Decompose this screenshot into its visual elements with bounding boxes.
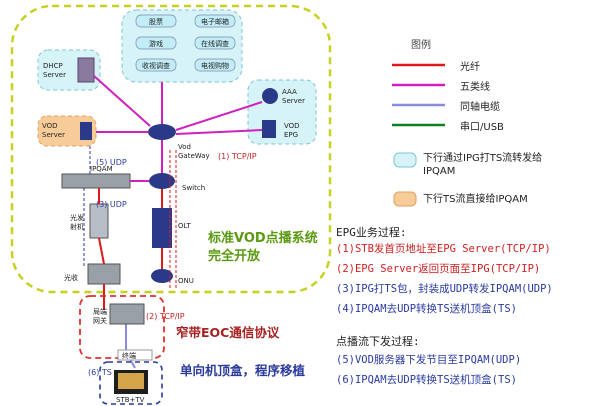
vod-flow-step: (6)IPQAM去UDP转换TS送机顶盒(TS): [336, 374, 517, 386]
optical-rx-icon: [87, 263, 121, 285]
vod-flow-title: 点播流下发过程:: [336, 335, 420, 348]
service-box: [194, 36, 236, 50]
service-label: 电子邮箱: [201, 18, 229, 26]
dhcp-server-label: DHCP Server: [43, 62, 66, 79]
onu-icon: [151, 269, 173, 283]
legend-label: 同轴电缆: [460, 102, 500, 113]
switch-label: Switch: [182, 184, 206, 192]
olt-icon: [152, 208, 172, 248]
eoc-gateway-label: 局端网关: [93, 308, 107, 325]
service-label: 电视购物: [201, 62, 229, 70]
service-label: 股票: [149, 18, 163, 26]
legend-shape: [393, 152, 417, 168]
service-box: [135, 36, 177, 50]
epg-server-icon: [262, 120, 276, 138]
vod-flow-step: (5)VOD服务器下发节目至IPQAM(UDP): [336, 354, 522, 366]
stb-label: STB+TV: [116, 396, 145, 404]
ipqam-icon: [61, 173, 131, 189]
terminal-label: 终端: [122, 352, 136, 360]
aaa-server-label: AAA Server: [282, 88, 305, 105]
legend-label: 串口/USB: [460, 122, 504, 133]
eoc-gateway-icon: [109, 303, 145, 325]
edge-label-udp-5: (5) UDP: [96, 158, 127, 167]
terminal-box: [117, 349, 153, 361]
service-box: [194, 14, 236, 28]
epg-flow-step: (2)EPG Server返回页面至IPG(TCP/IP): [336, 263, 541, 275]
tv-screen-icon: [118, 373, 144, 389]
epg-flow-title: EPG业务过程:: [336, 226, 407, 239]
switch-icon: [149, 173, 175, 189]
legend-label: 五类线: [460, 82, 490, 93]
optical-tx-label: 光发射机: [70, 214, 84, 231]
service-label: 收视调查: [142, 62, 170, 70]
vod-system-boundary: [10, 4, 332, 294]
olt-label: OLT: [178, 222, 191, 230]
onu-label: ONU: [178, 277, 194, 285]
edge-label-tcp-ip-2: (2) TCP/IP: [146, 312, 185, 321]
service-label: 在线调查: [201, 40, 229, 48]
epg-flow-step: (3)IPG打TS包，封装成UDP转发IPQAM(UDP): [336, 283, 553, 295]
service-box: [135, 58, 177, 72]
edge-label-udp-3: (3) UDP: [96, 200, 127, 209]
system-label: 标准VOD点播系统完全开放: [208, 231, 318, 264]
vod-server-icon: [80, 122, 92, 140]
legend-shape-label: 下行TS流直接给IPQAM: [423, 194, 528, 205]
legend-title: 图例: [411, 40, 431, 51]
eoc-boundary: [79, 295, 165, 359]
ipqam-label: IPQAM: [90, 165, 113, 173]
epg-flow-step: (1)STB发首页地址至EPG Server(TCP/IP): [336, 243, 551, 255]
vod-epg-label: VOD EPG: [284, 122, 300, 139]
stb-note-label: 单向机顶盒，程序移植: [180, 363, 306, 378]
edge-label-tcp-ip-1: (1) TCP/IP: [218, 152, 257, 161]
epg-flow-step: (4)IPQAM去UDP转换TS送机顶盒(TS): [336, 303, 517, 315]
stb-boundary: [99, 361, 163, 405]
legend-shape: [393, 191, 417, 207]
legend-label: 光纤: [460, 62, 480, 73]
eoc-label: 窄带EOC通信协议: [176, 325, 280, 340]
optical-rx-label: 光收: [64, 274, 78, 282]
optical-tx-icon: [89, 203, 109, 239]
gateway-label: Vod GateWay: [178, 143, 210, 160]
service-box: [135, 14, 177, 28]
service-box: [194, 58, 236, 72]
vod-server-label: VOD Server: [42, 122, 65, 139]
edge-label-ts-6: (6) TS: [88, 368, 112, 377]
legend-shape-label: 下行通过IPG打TS流转发给IPQAM: [423, 153, 543, 177]
core-router-icon: [148, 124, 176, 140]
dhcp-server-icon: [77, 57, 95, 83]
aaa-router-icon: [262, 88, 278, 104]
service-label: 游戏: [149, 40, 163, 48]
